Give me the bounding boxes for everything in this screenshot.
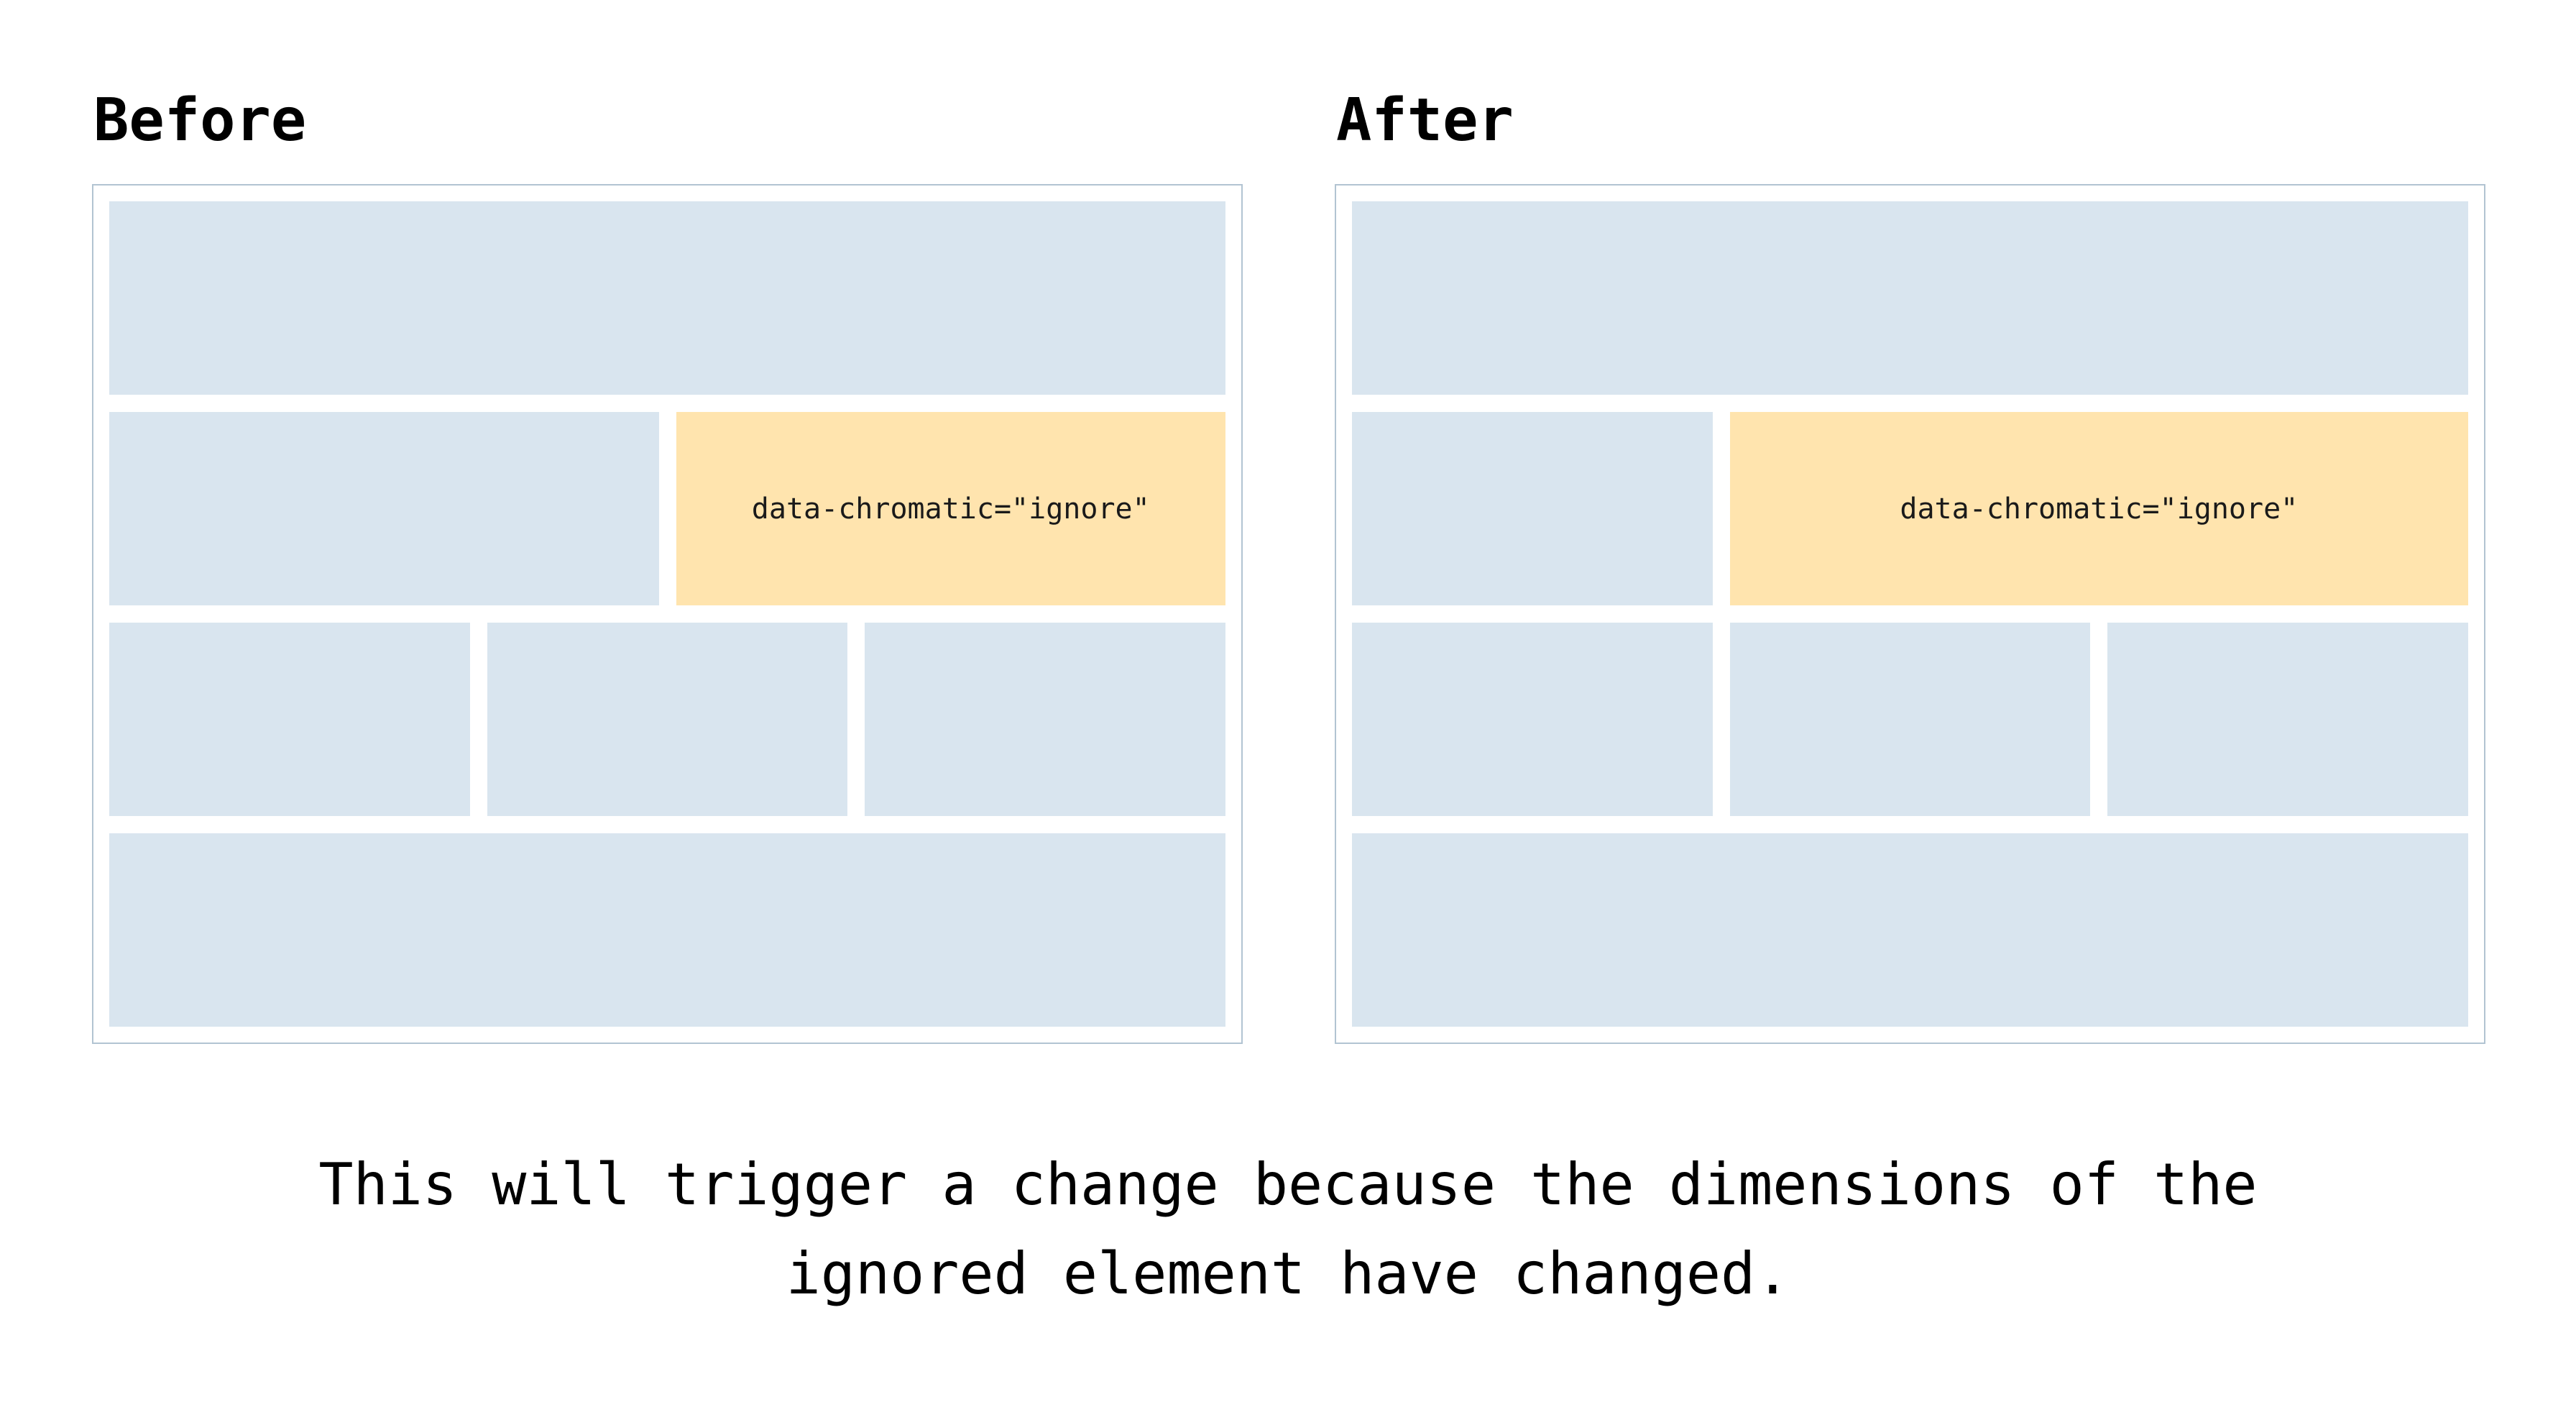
placeholder-footer-block (109, 833, 1225, 1027)
placeholder-grid-block-3 (2107, 623, 2468, 816)
before-panel: data-chromatic="ignore" (92, 184, 1243, 1044)
placeholder-header-block (1352, 201, 2468, 395)
placeholder-header-block (109, 201, 1225, 395)
caption-text: This will trigger a change because the d… (0, 1140, 2576, 1319)
comparison-panels: Before data-chromatic="ignore" (92, 88, 2485, 1044)
caption-line-1: This will trigger a change because the d… (318, 1151, 2258, 1218)
after-row-grid (1352, 623, 2468, 816)
before-row-ignored: data-chromatic="ignore" (109, 412, 1225, 605)
placeholder-content-block (109, 412, 659, 605)
after-row-footer (1352, 833, 2468, 1027)
ignore-attribute-label: data-chromatic="ignore" (751, 492, 1150, 526)
placeholder-grid-block-3 (865, 623, 1225, 816)
before-row-grid (109, 623, 1225, 816)
before-row-header (109, 201, 1225, 395)
ignored-element-block: data-chromatic="ignore" (676, 412, 1225, 605)
after-title: After (1336, 86, 1514, 155)
after-row-ignored: data-chromatic="ignore" (1352, 412, 2468, 605)
placeholder-grid-block-2 (487, 623, 848, 816)
placeholder-grid-block-1 (1352, 623, 1713, 816)
after-row-header (1352, 201, 2468, 395)
before-title: Before (93, 86, 307, 155)
after-panel: data-chromatic="ignore" (1335, 184, 2485, 1044)
placeholder-grid-block-2 (1729, 623, 2091, 816)
placeholder-content-block (1352, 412, 1713, 605)
placeholder-grid-block-1 (109, 623, 470, 816)
ignored-element-block-resized: data-chromatic="ignore" (1729, 412, 2468, 605)
before-column: Before data-chromatic="ignore" (92, 88, 1243, 1044)
placeholder-footer-block (1352, 833, 2468, 1027)
ignore-attribute-label: data-chromatic="ignore" (1900, 492, 2299, 526)
before-row-footer (109, 833, 1225, 1027)
after-column: After data-chromatic="ignore" (1335, 88, 2485, 1044)
caption-line-2: ignored element have changed. (786, 1240, 1790, 1307)
